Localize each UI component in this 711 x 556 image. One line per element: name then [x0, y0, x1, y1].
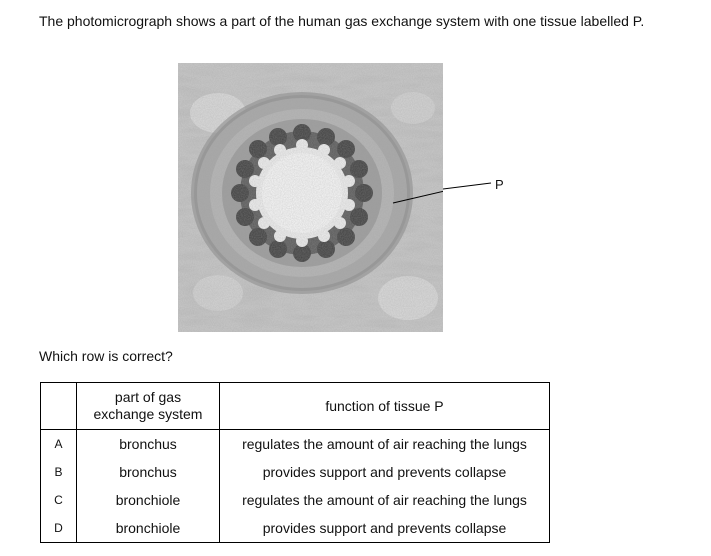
photomicrograph — [178, 63, 443, 332]
row-part: bronchus — [76, 429, 220, 458]
row-part: bronchus — [76, 458, 220, 486]
header-function: function of tissue P — [219, 382, 550, 430]
row-part: bronchiole — [76, 486, 220, 514]
table-row: B bronchus provides support and prevents… — [40, 458, 550, 486]
row-function: provides support and prevents collapse — [219, 458, 550, 486]
table-row: D bronchiole provides support and preven… — [40, 514, 550, 543]
header-letter — [40, 382, 77, 430]
table-row: A bronchus regulates the amount of air r… — [40, 429, 550, 458]
row-letter: D — [40, 514, 77, 543]
label-p: P — [495, 177, 504, 192]
row-part: bronchiole — [76, 514, 220, 543]
table-row: C bronchiole regulates the amount of air… — [40, 486, 550, 514]
label-p-pointer — [443, 182, 492, 190]
table-header-row: part of gas exchange system function of … — [40, 382, 550, 430]
answer-table: part of gas exchange system function of … — [40, 382, 550, 543]
row-function: provides support and prevents collapse — [219, 514, 550, 543]
question-text: The photomicrograph shows a part of the … — [39, 13, 645, 29]
row-letter: B — [40, 458, 77, 486]
row-function: regulates the amount of air reaching the… — [219, 486, 550, 514]
row-letter: C — [40, 486, 77, 514]
row-letter: A — [40, 429, 77, 458]
header-part: part of gas exchange system — [76, 382, 220, 430]
prompt-text: Which row is correct? — [39, 348, 173, 364]
row-function: regulates the amount of air reaching the… — [219, 429, 550, 458]
label-p-line — [392, 190, 443, 204]
